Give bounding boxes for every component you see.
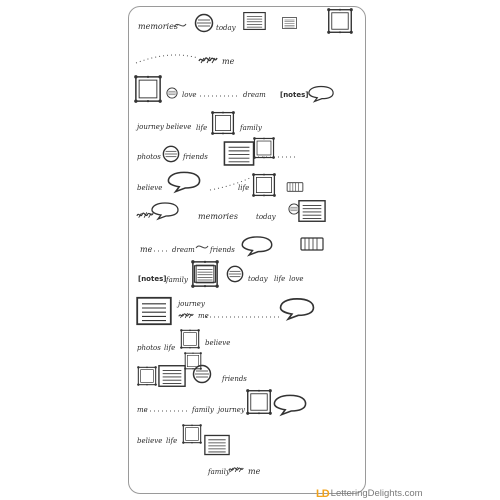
lined-circle-icon (288, 203, 300, 215)
stamp-word-me: me (248, 467, 261, 476)
ornate-frame-icon (190, 260, 220, 288)
squiggle-line (173, 23, 187, 28)
stamp-word-family: family (207, 468, 231, 476)
stamp-word-believe: believe (137, 437, 162, 445)
note-card-icon (243, 11, 266, 31)
stamp-word-family: family (191, 406, 215, 414)
stamp-word-photos: photos (137, 344, 161, 352)
note-card-icon (204, 434, 230, 456)
stamp-word-believe: believe (137, 184, 162, 192)
stamp-word-me: me (137, 406, 148, 414)
stamp-word-love: love (182, 91, 197, 99)
stamp-word-dream: dream (243, 91, 266, 99)
ornate-frame-icon (252, 172, 276, 198)
stamp-word-friends: friends (221, 375, 247, 383)
doodle-icon (136, 211, 154, 219)
lined-circle-icon (194, 13, 214, 33)
lettering-delights-logo: LD LetteringDelights.com (316, 487, 423, 500)
stamp-word-life: life (274, 275, 285, 283)
tag-icon (286, 182, 304, 192)
squiggle-line (195, 245, 209, 249)
tag-icon (300, 237, 324, 251)
note-card-icon (298, 199, 326, 223)
stamp-word-notes: [notes] (280, 91, 308, 99)
stamp-word-me: me (222, 57, 235, 66)
stamp-word-photos: photos (137, 153, 161, 161)
speech-bubble-icon (241, 236, 273, 256)
stamp-word-life: life (238, 184, 249, 192)
lined-circle-icon (226, 265, 244, 283)
logo-text: LetteringDelights.com (330, 488, 423, 499)
stamp-word-today: today (256, 213, 277, 221)
stamp-word-memories: memories (138, 22, 178, 31)
stamp-word-believe: believe (205, 339, 230, 347)
stamp-word-journey: journey (135, 123, 165, 131)
doodle-icon (228, 466, 244, 473)
ornate-frame-icon (136, 366, 158, 386)
note-card-icon (158, 364, 186, 388)
speech-bubble-icon (167, 171, 201, 193)
lined-circle-icon (192, 364, 212, 384)
lined-circle-icon (162, 145, 180, 163)
logo-mark: LD (316, 487, 330, 500)
stamp-word-family: family (165, 276, 189, 284)
ornate-frame-icon (326, 8, 354, 34)
stamp-word-journey: journey (176, 300, 206, 308)
ornate-frame-icon (134, 74, 162, 104)
stamp-word-notes: [notes] (138, 275, 166, 283)
speech-bubble-icon (279, 297, 315, 321)
note-card-icon (136, 296, 172, 326)
speech-bubble-icon (308, 85, 334, 103)
note-card-icon (193, 265, 217, 283)
stamp-word-memories: memories (198, 212, 238, 221)
stamp-word-me: me (140, 245, 153, 254)
ornate-frame-icon (180, 328, 200, 350)
ornate-frame-icon (184, 352, 202, 370)
ornate-frame-icon (253, 136, 275, 160)
stamp-word-life: life (164, 344, 175, 352)
doodle-icon (198, 56, 218, 64)
stamp-word-life: life (196, 124, 207, 132)
dotted-line (135, 54, 199, 64)
stamp-word-dream: dream (172, 246, 195, 254)
stamp-word-journey: journey (216, 406, 246, 414)
doodle-icon (178, 312, 194, 319)
lined-circle-icon (166, 87, 178, 99)
note-card-icon (282, 17, 297, 29)
ornate-frame-icon (211, 110, 235, 136)
stamp-word-today: today (248, 275, 269, 283)
stamp-word-love: love (289, 275, 304, 283)
stamp-word-believe: believe (166, 123, 191, 131)
speech-bubble-icon (151, 202, 179, 220)
speech-bubble-icon (273, 394, 307, 416)
stamp-word-family: family (239, 124, 263, 132)
note-card-icon (223, 141, 255, 166)
ornate-frame-icon (182, 423, 202, 445)
stamp-word-today: today (216, 24, 237, 32)
ornate-frame-icon (246, 388, 272, 416)
stamp-word-friends: friends (209, 246, 235, 254)
stamp-word-friends: friends (182, 153, 208, 161)
stamp-word-me: me (198, 312, 209, 320)
stamp-word-life: life (166, 437, 177, 445)
